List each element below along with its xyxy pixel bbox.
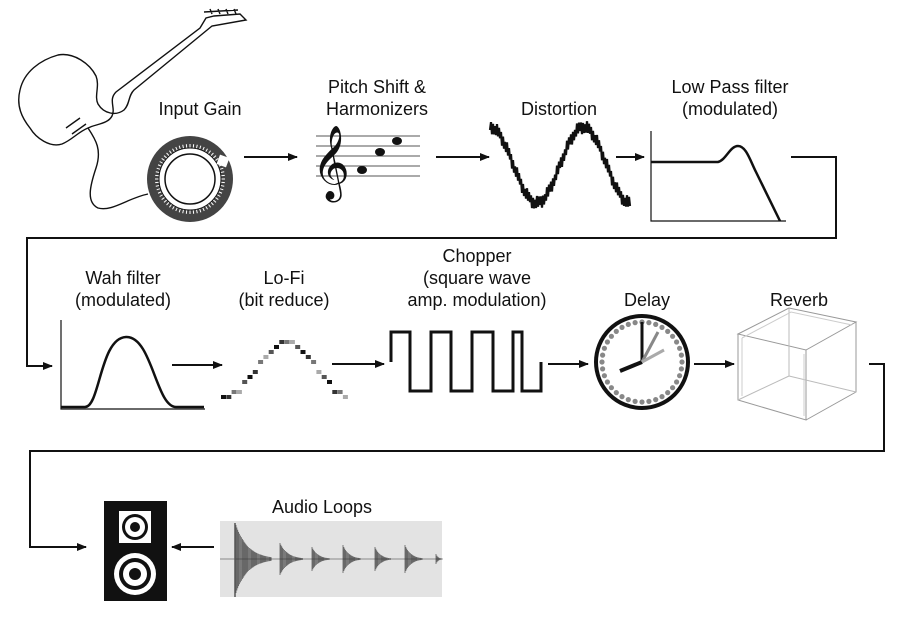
clock-tick: [601, 345, 608, 351]
speaker-icon: [104, 501, 167, 601]
bitcrush-step: [274, 345, 279, 349]
bitcrush-step: [316, 370, 322, 374]
clock-tick: [670, 385, 676, 391]
clock-tick: [646, 320, 652, 326]
bitcrush-step: [258, 360, 264, 364]
distortion-label: Distortion: [520, 99, 598, 119]
clock-tick: [604, 379, 611, 385]
bitcrush-step: [252, 370, 258, 374]
clock-tick: [678, 366, 685, 372]
bitcrush-step: [236, 390, 242, 394]
pitch-shift-label: Pitch Shift & Harmonizers: [325, 77, 429, 119]
bitcrush-step: [332, 390, 338, 394]
clock-tick: [613, 390, 619, 396]
music-staff-icon: 𝄞: [312, 126, 420, 203]
bitcrush-step: [295, 345, 301, 349]
bitcrush-step: [311, 360, 317, 364]
bitcrush-step: [305, 355, 311, 359]
square-wave-icon: [389, 330, 543, 393]
clock-tick: [665, 390, 671, 396]
clock-tick: [599, 359, 605, 365]
guitar-icon: [18, 8, 248, 210]
clock-tick: [608, 333, 615, 339]
clock-tick: [678, 352, 685, 358]
delay-label: Delay: [623, 290, 671, 310]
bitcrush-step: [221, 395, 226, 399]
bitcrush-step: [231, 390, 237, 394]
clock-tick: [653, 397, 659, 403]
clock-tick: [601, 373, 608, 379]
distorted-wave-icon: [488, 121, 632, 209]
clock-tick: [674, 379, 680, 385]
clock-tick: [665, 328, 671, 334]
clock-tick: [625, 321, 631, 327]
clock-tick: [677, 345, 683, 351]
bitcrush-step: [242, 380, 248, 384]
clock-tick: [670, 333, 676, 339]
clock-tick: [659, 394, 665, 400]
bitcrush-step: [284, 340, 290, 344]
bitcrush-step: [321, 375, 327, 379]
signal-flow-arrows: [26, 153, 885, 551]
svg-text:𝄞: 𝄞: [312, 126, 350, 203]
clock-tick: [632, 398, 638, 404]
cube-icon: [736, 307, 858, 421]
clock-icon: [594, 314, 690, 410]
clock-tick: [659, 324, 665, 330]
clock-tick: [608, 385, 615, 391]
bandpass-curve-icon: [60, 320, 205, 410]
clock-tick: [639, 399, 645, 405]
audio-loops-label: Audio Loops: [271, 497, 373, 517]
bitcrush-step: [342, 395, 348, 399]
clock-tick: [677, 373, 683, 379]
reverb-label: Reverb: [769, 290, 829, 310]
bitcrush-step: [300, 350, 306, 354]
lofi-label: Lo-Fi (bit reduce): [238, 268, 330, 310]
wah-label: Wah filter (modulated): [74, 268, 172, 310]
bitcrush-step: [327, 380, 332, 384]
waveform-icon: [220, 521, 443, 597]
bitcrush-step: [279, 340, 285, 344]
chopper-label: Chopper (square wave amp. modulation): [407, 246, 547, 310]
low-pass-label: Low Pass filter (modulated): [671, 77, 789, 119]
bitcrush-step: [263, 355, 269, 359]
bitcrush-step: [337, 390, 343, 394]
bitcrush-wave-icon: [221, 340, 348, 399]
clock-tick: [604, 339, 611, 345]
lowpass-curve-icon: [650, 131, 786, 222]
clock-tick: [619, 394, 625, 400]
clock-tick: [600, 366, 606, 372]
clock-tick: [674, 339, 680, 345]
clock-tick: [619, 324, 625, 330]
clock-tick: [613, 328, 619, 334]
knob-icon: [147, 136, 233, 222]
bitcrush-step: [289, 340, 295, 344]
clock-tick: [653, 321, 659, 327]
clock-tick: [646, 398, 652, 404]
bitcrush-step: [247, 375, 253, 379]
clock-tick: [625, 397, 631, 403]
bitcrush-step: [268, 350, 274, 354]
clock-tick: [679, 359, 685, 365]
clock-tick: [632, 320, 638, 326]
clock-tick: [600, 352, 606, 358]
input-gain-label: Input Gain: [158, 99, 242, 119]
bitcrush-step: [226, 395, 232, 399]
